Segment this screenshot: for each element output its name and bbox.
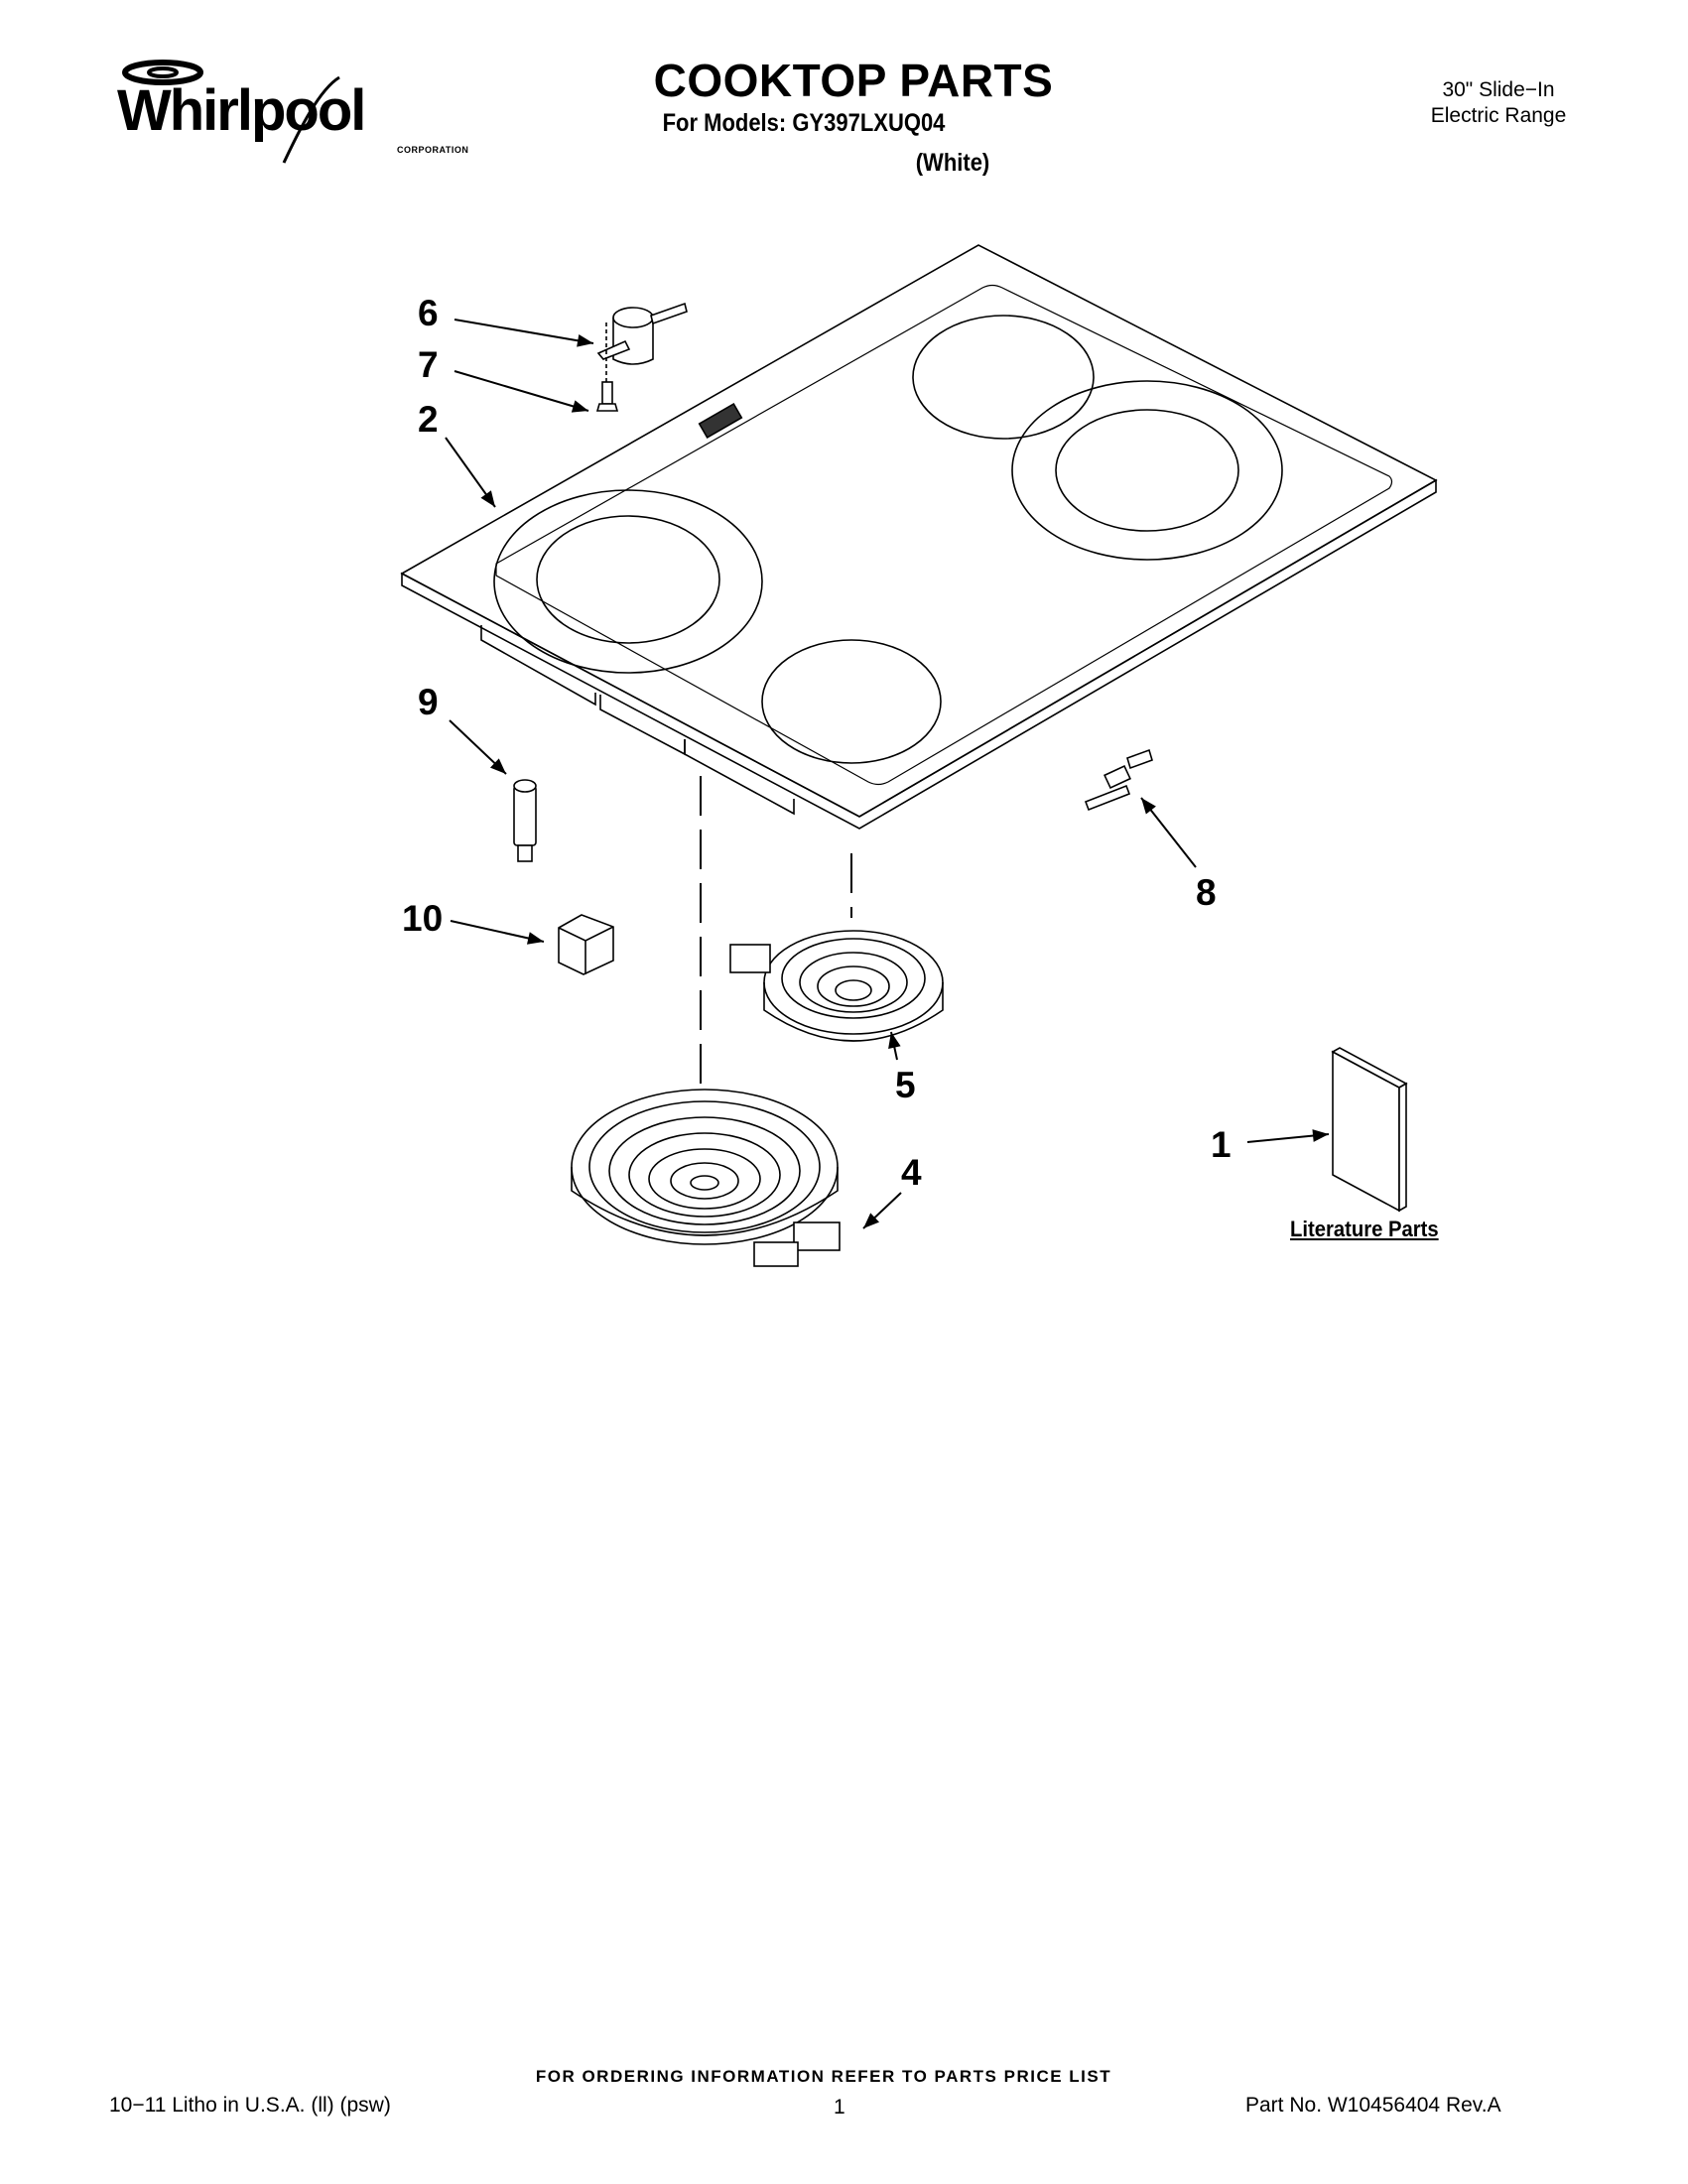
model-color: (White) [915, 149, 990, 177]
cooktop-glass [400, 244, 1438, 830]
brand-name: Whirlpool [117, 78, 366, 143]
callout-arrows [445, 319, 1330, 1229]
ordering-note: FOR ORDERING INFORMATION REFER TO PARTS … [535, 2067, 1112, 2086]
callout-4[interactable]: 4 [901, 1152, 922, 1193]
callout-9[interactable]: 9 [418, 682, 439, 722]
callout-8[interactable]: 8 [1196, 872, 1217, 913]
indicator-light-part [513, 779, 537, 862]
callout-2[interactable]: 2 [418, 399, 439, 440]
model-number: For Models: GY397LXUQ04 [662, 109, 946, 137]
litho-info: 10−11 Litho in U.S.A. (ll) (psw) [109, 2094, 391, 2117]
callout-7[interactable]: 7 [418, 344, 439, 385]
callout-6[interactable]: 6 [418, 293, 439, 333]
product-type-line2: Electric Range [1430, 104, 1567, 127]
callout-5[interactable]: 5 [895, 1065, 916, 1105]
literature-parts-label: Literature Parts [1290, 1217, 1439, 1241]
callout-1[interactable]: 1 [1211, 1124, 1232, 1165]
product-type-line1: 30" Slide−In [1442, 78, 1555, 101]
bracket-part [1084, 748, 1153, 812]
single-element-part [729, 930, 944, 1042]
exploded-parts-diagram: 6 7 2 9 10 8 5 4 1 [400, 244, 1438, 1267]
block-part [558, 914, 614, 975]
thermal-switch-part [595, 302, 688, 412]
callout-10[interactable]: 10 [402, 898, 443, 939]
brand-subtitle: CORPORATION [397, 145, 469, 155]
swirl-icon [122, 60, 203, 85]
logo-swash-icon [282, 75, 340, 164]
product-type: 30" Slide−In Electric Range [1389, 77, 1608, 129]
page-number: 1 [834, 2096, 845, 2119]
page-title: COOKTOP PARTS [653, 55, 1054, 106]
whirlpool-logo: Whirlpool CORPORATION [111, 60, 468, 164]
dual-element-part [571, 1089, 841, 1267]
literature-part [1331, 1047, 1408, 1213]
part-number: Part No. W10456404 Rev.A [1245, 2094, 1501, 2117]
